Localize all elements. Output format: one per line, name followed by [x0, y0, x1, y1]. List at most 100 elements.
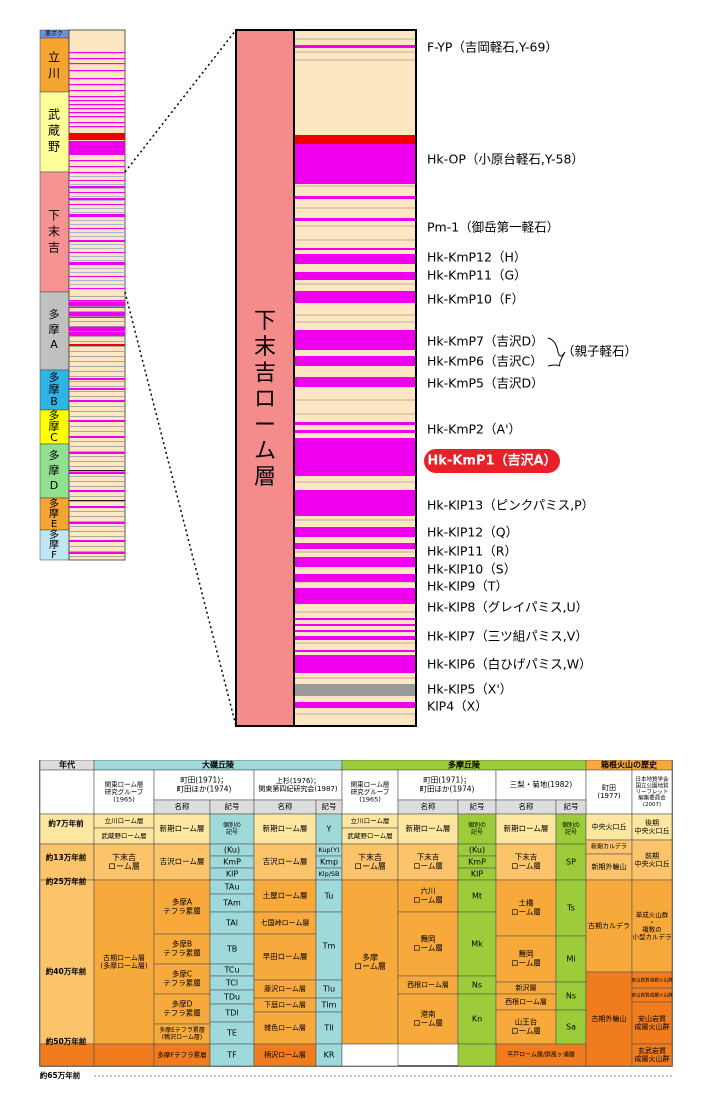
small-tephra-band: [69, 112, 125, 114]
uesugi-text: 七国峠ローム層: [261, 918, 310, 927]
tephra-label: Hk-KlP6（白ひげパミス,W）: [427, 657, 592, 672]
small-tephra-band: [69, 188, 125, 189]
hakone-ref-text: 安山岩質: [638, 1014, 666, 1023]
uesugi-text: 土屋ローム層: [263, 890, 308, 900]
tephra-label: Hk-KmP7（吉沢D）: [427, 334, 544, 349]
hakone-ref-cell: [631, 1001, 673, 1045]
machida-code-text: TAl: [225, 919, 238, 928]
tephra-band: [295, 377, 415, 387]
tama-kanto-text: ローム層: [354, 962, 386, 971]
tephra-band: [295, 557, 415, 567]
hakone-machida-text: 新期外輪山: [592, 862, 627, 871]
tephra-band: [295, 430, 415, 433]
small-tephra-band: [69, 556, 125, 557]
small-tephra-band: [69, 264, 125, 265]
machida-code-text: TE: [226, 1029, 237, 1038]
period-name: 多: [49, 408, 60, 422]
col-header-text: 名称: [175, 801, 190, 811]
sanri-text: 下末吉: [515, 852, 538, 862]
machida-text: 多摩C: [172, 969, 192, 979]
small-tephra-band: [69, 108, 125, 110]
hakone-ref-text: 複数の: [642, 925, 662, 934]
small-tephra-band: [69, 341, 125, 342]
big-column-label: ー: [254, 413, 276, 438]
col-header-text: 記号: [225, 801, 240, 811]
small-tephra-band: [69, 351, 125, 352]
sanri-cell: [495, 935, 557, 983]
tephra-band: [295, 438, 415, 476]
hakone-machida-text: 古期外輪山: [592, 1014, 627, 1023]
tephra-band: [295, 218, 415, 221]
highlight-badge: [424, 449, 560, 473]
small-tephra-band: [69, 204, 125, 205]
tephra-label: Hk-KmP6（吉沢C）: [427, 354, 543, 369]
small-tephra-band: [69, 551, 125, 552]
sub-header-cell: [495, 769, 587, 801]
uesugi-code-text: Tm: [322, 942, 336, 951]
period-name: 摩: [49, 382, 60, 396]
sub-header-text: 町田ほか(1974): [177, 784, 232, 793]
uesugi-code-cell: [315, 911, 343, 981]
kanto-text: 下末吉: [112, 852, 136, 862]
uesugi-code-cell: [315, 1011, 343, 1045]
sub-header-text: 研究グループ: [351, 787, 390, 796]
sanri-code-cell: [555, 981, 587, 1011]
hakone-machida-cell: [585, 879, 633, 973]
small-tephra-band: [69, 546, 125, 547]
tama-machida-text: 下末吉: [417, 852, 440, 862]
sanri-code-text: Sa: [566, 1023, 576, 1032]
tephra-label: KlP4（X）: [427, 699, 488, 714]
small-tephra-band: [69, 326, 125, 327]
machida-code-text: (Ku): [224, 846, 240, 855]
big-column-label: 吉: [254, 361, 276, 386]
small-tephra-band: [69, 180, 125, 181]
tephra-band: [295, 135, 415, 144]
small-tephra-band: [69, 451, 125, 452]
small-tephra-band: [69, 466, 125, 467]
tephra-band: [295, 574, 415, 582]
hakone-ref-text: ・: [649, 918, 656, 926]
period-name: 立: [48, 50, 60, 65]
col-header-text: 名称: [278, 801, 293, 811]
small-tephra-band: [69, 376, 125, 377]
kanto-cell: [93, 843, 155, 881]
small-tephra-band: [69, 356, 125, 357]
tephra-label: Hk-KlP13（ピンクパミス,P）: [427, 498, 594, 513]
small-tephra-band: [69, 321, 125, 322]
uesugi-text: 柄沢ローム層: [264, 1050, 306, 1059]
period-name: 下: [48, 209, 60, 223]
big-column-label: 下: [254, 309, 276, 334]
period-name: 摩: [49, 507, 59, 520]
machida-code-text: TAm: [222, 899, 241, 908]
hakone-ref-text: 中央火口丘: [635, 826, 670, 835]
small-tephra-band: [69, 481, 125, 482]
machida-text: 多摩B: [172, 939, 192, 949]
tephra-label: Hk-OP（小原台軽石,Y-58）: [427, 152, 584, 167]
small-tephra-band: [69, 536, 125, 537]
small-tephra-band: [69, 381, 125, 382]
sub-header-text: リーフレット: [636, 789, 669, 796]
small-tephra-band: [69, 104, 125, 106]
small-tephra-band: [69, 186, 125, 188]
kanto-text: ローム層: [108, 862, 140, 871]
tephra-band: [295, 45, 415, 48]
small-tephra-band: [69, 490, 125, 492]
small-tephra-band: [69, 220, 125, 221]
small-tephra-band: [69, 100, 125, 102]
small-tephra-band: [69, 436, 125, 438]
small-tephra-band: [69, 336, 125, 337]
age-cell: [39, 813, 95, 845]
small-tephra-band: [69, 216, 125, 217]
machida-text: テフラ累層: [163, 1008, 201, 1017]
machida-text: 多摩A: [172, 897, 193, 907]
tephra-band: [295, 330, 415, 350]
tephra-band: [295, 618, 415, 620]
sub-header-text: 日本地質学会: [635, 775, 669, 783]
tama-machida-code-text: KlP: [471, 870, 483, 879]
small-tephra-band: [69, 452, 125, 454]
period-name: 摩: [49, 419, 60, 433]
sub-header-cell: [253, 769, 343, 801]
small-tephra-band: [69, 522, 125, 524]
small-tephra-band: [69, 416, 125, 417]
small-column-body: [68, 29, 126, 561]
